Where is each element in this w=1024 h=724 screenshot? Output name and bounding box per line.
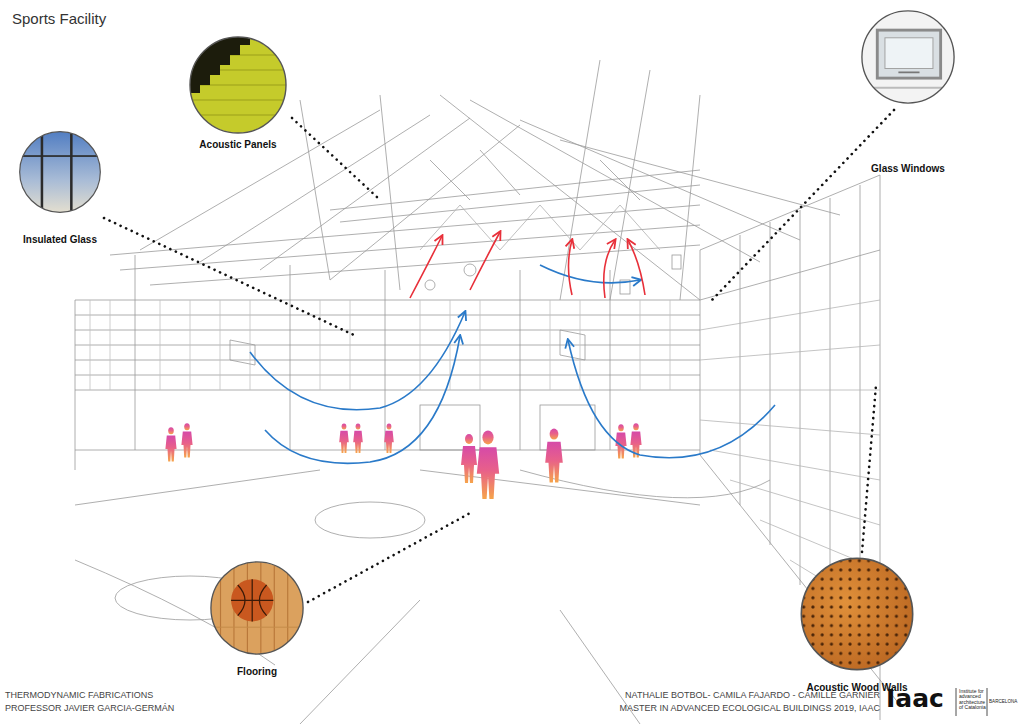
course-name: THERMODYNAMIC FABRICATIONS bbox=[5, 690, 153, 700]
material-swatch bbox=[799, 556, 915, 672]
title-text: Sports Facility bbox=[12, 10, 106, 27]
callout-node: Acoustic Panels bbox=[188, 35, 288, 150]
callout-node: Flooring bbox=[209, 560, 305, 677]
city-name: BARCELONA bbox=[989, 699, 1017, 704]
callout-picture bbox=[188, 35, 288, 135]
material-swatch bbox=[18, 130, 102, 214]
callout-node: Insulated Glass bbox=[18, 130, 102, 245]
author-names: NATHALIE BOTBOL- CAMILA FAJARDO - CAMILL… bbox=[625, 690, 880, 700]
material-swatch bbox=[860, 9, 956, 105]
callout-label: Insulated Glass bbox=[18, 234, 102, 245]
callout-picture bbox=[799, 556, 915, 672]
callout-node: Acoustic Wood Walls bbox=[799, 556, 915, 693]
callout-picture bbox=[209, 560, 305, 656]
material-swatch bbox=[188, 35, 288, 135]
callout-picture bbox=[860, 9, 956, 105]
logo-text: Iaac bbox=[886, 684, 944, 713]
institute-name: Institute for advanced architecture of C… bbox=[959, 689, 986, 710]
program-name: MASTER IN ADVANCED ECOLOGICAL BUILDINGS … bbox=[619, 703, 880, 713]
professor-name: PROFESSOR JAVIER GARCIA-GERMÁN bbox=[5, 703, 174, 713]
callout-label: Flooring bbox=[209, 666, 305, 677]
callout-label: Glass Windows bbox=[860, 163, 956, 174]
callout-picture bbox=[18, 130, 102, 214]
callout-node: Glass Windows bbox=[860, 9, 956, 174]
material-swatch bbox=[209, 560, 305, 656]
callout-label: Acoustic Panels bbox=[188, 139, 288, 150]
